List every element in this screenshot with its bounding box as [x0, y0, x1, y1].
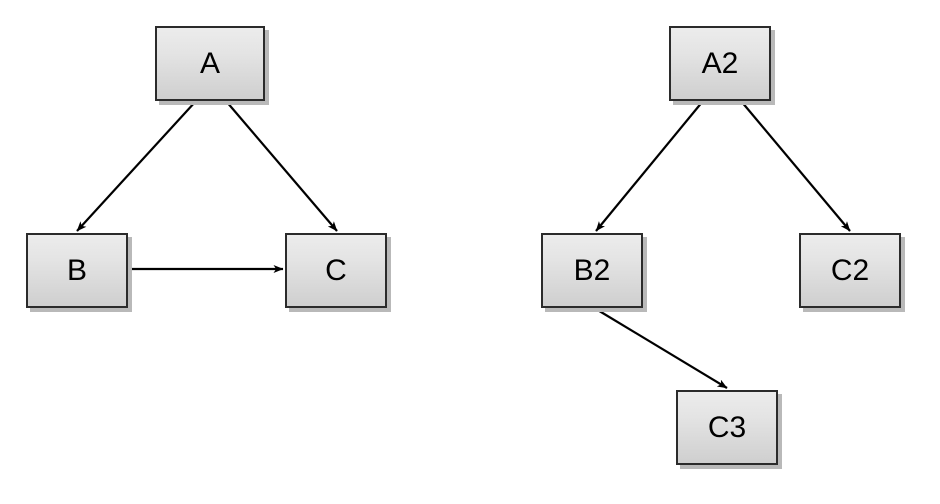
node-c[interactable]: C	[285, 233, 387, 308]
node-label-c: C	[325, 253, 347, 287]
node-c2[interactable]: C2	[799, 233, 901, 308]
node-c3[interactable]: C3	[676, 390, 778, 465]
node-label-c2: C2	[830, 253, 870, 287]
edge-a-b	[76, 100, 197, 232]
node-label-a2: A2	[701, 46, 739, 80]
node-b[interactable]: B	[26, 233, 128, 308]
edge-a2-b2	[595, 100, 704, 232]
node-a2[interactable]: A2	[669, 26, 771, 101]
node-label-a: A	[199, 46, 220, 80]
node-label-b: B	[66, 253, 87, 287]
node-label-c3: C3	[707, 410, 747, 444]
edge-a-c	[225, 100, 338, 232]
node-a[interactable]: A	[155, 26, 265, 101]
edge-a2-c2	[740, 100, 851, 232]
node-b2[interactable]: B2	[541, 233, 643, 308]
edge-b2-c3	[595, 308, 728, 389]
edges-group	[76, 100, 851, 389]
node-label-b2: B2	[573, 253, 611, 287]
